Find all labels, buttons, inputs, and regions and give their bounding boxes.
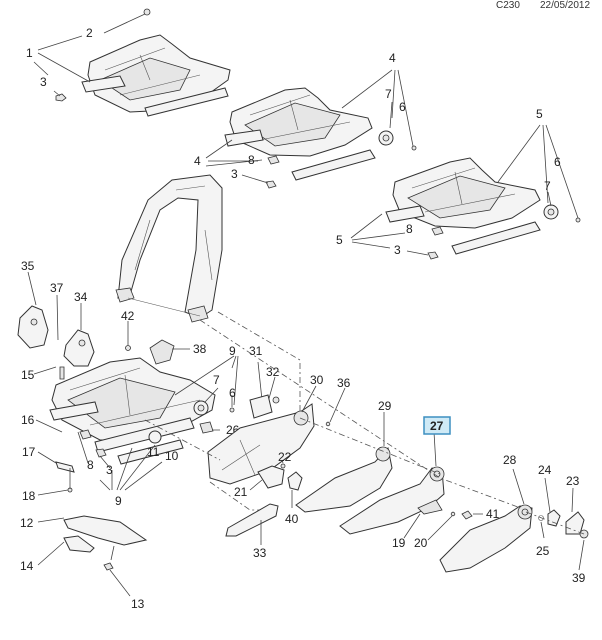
callout-3-lower[interactable]: 3 — [106, 463, 113, 477]
cap-39[interactable] — [579, 529, 589, 539]
callout-29[interactable]: 29 — [378, 399, 392, 413]
seat-adjuster-assembly-3[interactable] — [385, 157, 581, 260]
callout-31[interactable]: 31 — [249, 344, 263, 358]
diagram-date: 22/05/2012 — [540, 0, 591, 11]
cover-31[interactable] — [249, 394, 273, 419]
callout-1[interactable]: 1 — [26, 46, 33, 60]
callout-27-highlighted[interactable]: 27 — [423, 416, 451, 435]
knob-24[interactable] — [547, 509, 561, 527]
callout-23[interactable]: 23 — [566, 474, 580, 488]
callout-6-right[interactable]: 6 — [554, 155, 561, 169]
callout-40[interactable]: 40 — [285, 512, 299, 526]
tray-12[interactable] — [63, 515, 148, 546]
bracket-19[interactable] — [417, 499, 443, 515]
callout-18[interactable]: 18 — [22, 489, 36, 503]
seat-adjuster-assembly-2[interactable] — [224, 87, 417, 189]
callout-11[interactable]: 11 — [147, 445, 160, 459]
callout-5-lower[interactable]: 5 — [336, 233, 343, 247]
callout-7[interactable]: 7 — [385, 87, 392, 101]
callout-15[interactable]: 15 — [21, 368, 35, 382]
clip-41[interactable] — [461, 510, 473, 520]
clip-40[interactable] — [287, 471, 303, 491]
callout-39[interactable]: 39 — [572, 571, 586, 585]
callout-37[interactable]: 37 — [50, 281, 64, 295]
callout-3-right[interactable]: 3 — [394, 243, 401, 257]
callout-21[interactable]: 21 — [234, 485, 248, 499]
callout-28[interactable]: 28 — [503, 453, 517, 467]
clip-3[interactable] — [95, 448, 107, 458]
callout-10[interactable]: 10 — [165, 449, 179, 463]
callout-8-lower[interactable]: 8 — [87, 458, 94, 472]
callout-17[interactable]: 17 — [22, 445, 36, 459]
handle-21[interactable] — [257, 465, 285, 489]
callout-4[interactable]: 4 — [389, 51, 396, 65]
callout-38[interactable]: 38 — [193, 342, 207, 356]
screw-20[interactable] — [450, 511, 456, 517]
bracket-35[interactable] — [17, 305, 49, 349]
screw-36[interactable] — [325, 421, 331, 427]
clip-8[interactable] — [79, 429, 92, 440]
recliner-cover-29[interactable] — [295, 446, 393, 513]
callout-3-middle[interactable]: 3 — [231, 167, 238, 181]
callout-34[interactable]: 34 — [74, 290, 88, 304]
bracket-34[interactable] — [63, 329, 95, 367]
clip-13[interactable] — [103, 562, 114, 571]
svg-text:27: 27 — [430, 419, 444, 433]
callout-16[interactable]: 16 — [21, 413, 35, 427]
callout-6-lower[interactable]: 6 — [229, 386, 236, 400]
diagram-code: C230 — [496, 0, 520, 11]
screw-32[interactable] — [272, 396, 280, 404]
seatback-frame[interactable] — [115, 174, 223, 323]
callout-22[interactable]: 22 — [278, 450, 292, 464]
callout-36[interactable]: 36 — [337, 376, 351, 390]
washer-25[interactable] — [538, 515, 544, 521]
callout-13[interactable]: 13 — [131, 597, 145, 611]
callout-14[interactable]: 14 — [20, 559, 34, 573]
callout-7-right[interactable]: 7 — [544, 179, 551, 193]
callout-19[interactable]: 19 — [392, 536, 406, 550]
callout-33[interactable]: 33 — [253, 546, 267, 560]
trim-33[interactable] — [225, 503, 279, 537]
callout-6[interactable]: 6 — [399, 100, 406, 114]
nut-42[interactable] — [125, 345, 131, 351]
callout-8-right[interactable]: 8 — [406, 222, 413, 236]
lower-seat-frame[interactable] — [49, 339, 235, 465]
callout-4-lower[interactable]: 4 — [194, 154, 201, 168]
callout-42[interactable]: 42 — [121, 309, 135, 323]
callout-41[interactable]: 41 — [486, 507, 500, 521]
callout-9[interactable]: 9 — [229, 344, 236, 358]
callout-30[interactable]: 30 — [310, 373, 324, 387]
callout-8[interactable]: 8 — [248, 153, 255, 167]
callout-3[interactable]: 3 — [40, 75, 47, 89]
seat-adjuster-assembly-1[interactable] — [55, 8, 231, 117]
callout-5[interactable]: 5 — [536, 107, 543, 121]
lever-17[interactable] — [55, 461, 75, 473]
recliner-cover-27[interactable] — [339, 466, 445, 535]
callout-7-lower[interactable]: 7 — [213, 373, 220, 387]
callout-25[interactable]: 25 — [536, 544, 550, 558]
callout-20[interactable]: 20 — [414, 536, 428, 550]
outer-cover-28[interactable] — [439, 504, 533, 573]
callout-2[interactable]: 2 — [86, 26, 93, 40]
callout-12[interactable]: 12 — [20, 516, 34, 530]
handle-14[interactable] — [63, 535, 95, 553]
screw-22[interactable] — [280, 463, 286, 469]
callout-9-lower[interactable]: 9 — [115, 494, 122, 508]
callout-35[interactable]: 35 — [21, 259, 35, 273]
callout-32[interactable]: 32 — [266, 365, 280, 379]
callout-24[interactable]: 24 — [538, 463, 552, 477]
